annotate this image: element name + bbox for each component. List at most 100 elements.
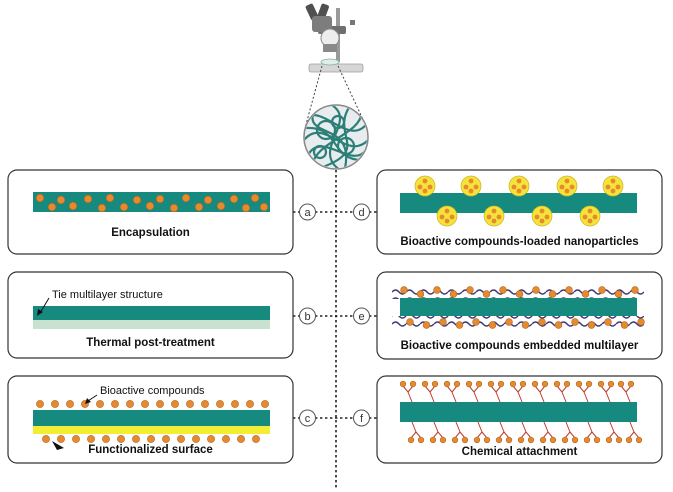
bioactive-bead [36,400,44,408]
linker-chain [477,421,483,433]
bioactive-bead [614,290,623,298]
bioactive-bead [499,286,507,294]
loaded-compound [468,178,474,184]
bioactive-bead [117,435,125,443]
surface-beads-bottom [42,435,260,443]
linker-chain [451,391,457,403]
loaded-compound [587,208,593,214]
bioactive-bead [539,436,547,444]
linker-chain [539,391,545,403]
bioactive-bead [237,435,245,443]
bioactive-bead [488,321,497,329]
label-a: a [304,207,311,219]
linker-chain [525,431,532,439]
nanoparticle-shell [579,205,601,227]
bioactive-bead [583,436,591,444]
nanoparticle-shell [556,175,578,197]
loaded-compound [491,218,497,224]
linker-chain [591,431,598,439]
fiber-network-icon [303,104,369,170]
caption-f: Chemical attachment [462,446,578,458]
linker-chain [459,431,466,439]
linker-chain [561,391,567,403]
embedded-beads [400,286,645,329]
bioactive-bead [216,201,226,211]
bioactive-bead [422,321,431,329]
linker-chain [556,385,563,393]
bioactive-bead [177,435,185,443]
bioactive-bead [549,436,557,444]
linker-chain [521,421,527,433]
bioactive-bead [216,400,224,408]
bioactive-bead [416,290,425,298]
loaded-compound [427,184,433,190]
polymer-chains-bottom [392,316,644,328]
loaded-compound [564,178,570,184]
bioactive-bead [527,436,535,444]
bioactive-bead [407,436,415,444]
bioactive-bead [409,380,417,388]
bioactive-bead [637,318,645,326]
bioactive-bead [509,380,517,388]
label-c: c [305,413,311,425]
nanoparticle-shell [483,205,505,227]
bioactive-bead [538,318,546,326]
bioactive-bead [635,436,643,444]
nanoparticle [579,205,601,227]
panel-b: Tie multilayer structure Thermal post-tr… [7,271,294,359]
bioactive-bead [449,290,458,298]
bioactive-bead [252,435,260,443]
linker-chain [547,431,554,439]
bioactive-bead [593,436,601,444]
linker-chain [415,431,422,439]
linker-chain [407,391,413,403]
film-layer [400,193,637,213]
loaded-compound [615,184,621,190]
bioactive-bead [431,380,439,388]
nanoparticle-shell [436,205,458,227]
linker-chain [583,385,590,393]
linker-chain [410,431,417,439]
linker-chain [407,385,414,393]
linker-chain [495,385,502,393]
loaded-compound [511,184,517,190]
bioactive-bead [565,286,573,294]
loaded-compound [449,214,455,220]
loaded-compound [610,178,616,184]
bioactive-bead [487,380,495,388]
bioactive-bead [472,318,480,326]
linker-chain [520,431,527,439]
loaded-compound [439,214,445,220]
linker-chain [534,385,541,393]
bioactive-bead [231,400,239,408]
bioactive-bead [585,380,593,388]
bioactive-bead [617,380,625,388]
linker-chain [543,421,549,433]
linker-chain [454,431,461,439]
linker-chain [517,385,524,393]
bioactive-bead [483,436,491,444]
bioactive-bead [399,380,407,388]
bioactive-bead [417,436,425,444]
linker-chain [600,385,607,393]
bioactive-bead [400,286,408,294]
caption-c: Functionalized surface [88,444,213,456]
bioactive-bead [145,201,155,211]
linker-chain [512,385,519,393]
linker-chain [628,431,635,439]
bioactive-bead [521,321,530,329]
bioactive-bead [455,321,464,329]
caption-e: Bioactive compounds embedded multilayer [401,340,639,352]
loaded-compound [582,214,588,220]
bioactive-bead [631,286,639,294]
bioactive-bead [554,321,563,329]
bioactive-bead [155,194,165,204]
bioactive-bead [461,436,469,444]
bioactive-bead [473,436,481,444]
bioactive-bead [51,400,59,408]
bioactive-bead [475,380,483,388]
linker-chain [476,431,483,439]
label-b: b [304,311,310,323]
nanoparticle [436,205,458,227]
loaded-compound [605,184,611,190]
